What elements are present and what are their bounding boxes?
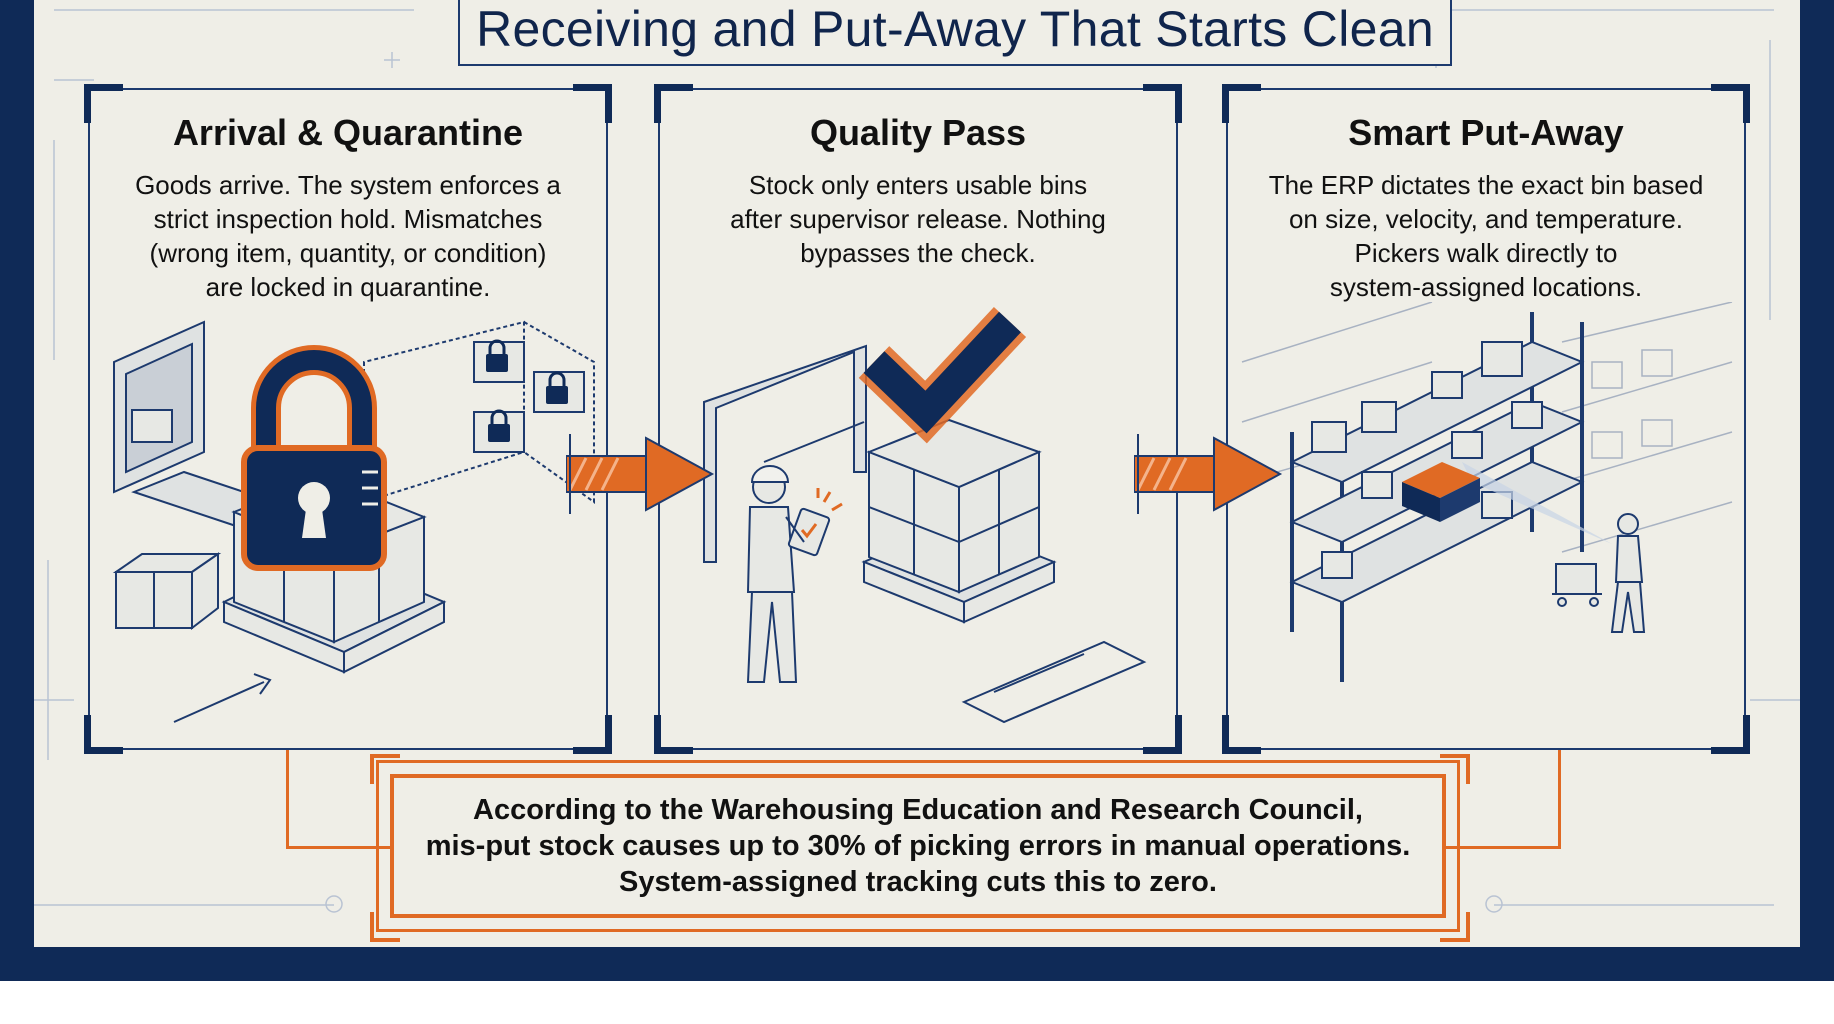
padlock-icon <box>241 345 387 571</box>
page-title: Receiving and Put-Away That Starts Clean <box>476 1 1434 57</box>
connector-right <box>1446 750 1561 849</box>
panel-arrival-quarantine: Arrival & Quarantine Goods arrive. The s… <box>84 84 612 754</box>
panel-heading: Arrival & Quarantine <box>172 112 524 153</box>
panel-description: Stock only enters usable bins after supe… <box>730 170 1106 268</box>
statistic-callout: According to the Warehousing Education a… <box>390 774 1446 918</box>
panel-heading: Quality Pass <box>809 112 1027 153</box>
shelving-illustration <box>1241 302 1733 682</box>
panel-description: Goods arrive. The system enforces a stri… <box>135 170 561 302</box>
quarantine-illustration <box>112 320 595 723</box>
infographic-canvas: Receiving and Put-Away That Starts Clean… <box>34 0 1800 947</box>
arrow-right-icon <box>566 434 715 514</box>
callout-line: System-assigned tracking cuts this to ze… <box>619 866 1217 898</box>
quality-illustration <box>703 306 1147 724</box>
blueprint-guides <box>34 9 1800 913</box>
callout-line: According to the Warehousing Education a… <box>473 794 1363 826</box>
target-bin-icon <box>1402 462 1480 498</box>
panel-smart-put-away: Smart Put-Away The ERP dictates the exac… <box>1222 84 1750 754</box>
panel-heading: Smart Put-Away <box>1348 112 1624 153</box>
title-banner: Receiving and Put-Away That Starts Clean <box>458 0 1452 66</box>
callout-frame <box>376 760 1460 932</box>
panel-quality-pass: Quality Pass Stock only enters usable bi… <box>654 84 1182 754</box>
panel-description: The ERP dictates the exact bin based on … <box>1268 170 1704 302</box>
arrow-right-icon <box>1134 434 1283 514</box>
connector-left <box>286 750 393 849</box>
callout-line: mis-put stock causes up to 30% of pickin… <box>425 830 1411 862</box>
